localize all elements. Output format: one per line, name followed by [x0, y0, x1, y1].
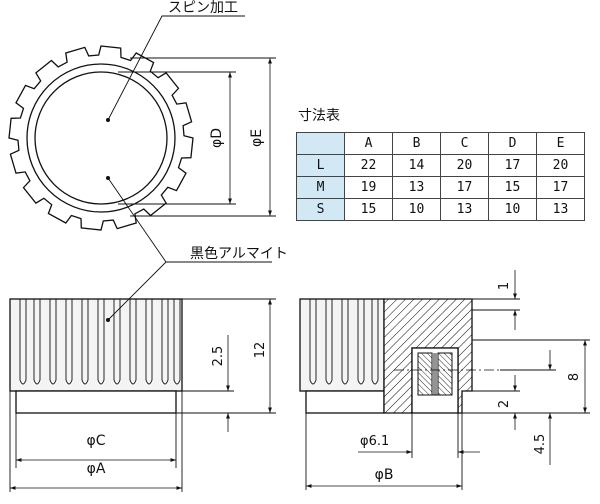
knurl-groove — [325, 299, 333, 385]
black-label: 黒色アルマイト — [190, 245, 288, 262]
front-base — [15, 390, 177, 414]
knurl-groove — [161, 299, 169, 385]
table-cell: 13 — [392, 176, 441, 199]
table-cell: 17 — [536, 176, 585, 199]
knurl-groove — [113, 299, 121, 385]
table-cell: 10 — [392, 198, 441, 221]
top-view — [8, 15, 276, 263]
knurl-groove — [357, 299, 365, 385]
section-knurl-grooves — [309, 299, 379, 385]
spin-label: スピン加工 — [168, 0, 238, 16]
section-insert-left — [417, 352, 433, 396]
front-black-leader — [107, 261, 167, 321]
dim-61-label: φ6.1 — [360, 434, 389, 449]
table-header-cell: A — [344, 132, 393, 155]
knurl-groove — [33, 299, 41, 385]
front-knurl-body — [9, 298, 183, 392]
knurl-groove — [19, 299, 27, 385]
table-header-cell: E — [536, 132, 585, 155]
table-size-cell: S — [296, 198, 345, 221]
front-view — [9, 261, 276, 492]
knurl-groove — [49, 299, 57, 385]
table-size-cell: M — [296, 176, 345, 199]
table-row: S 15 10 13 10 13 — [296, 198, 585, 221]
table-header-row: A B C D E — [296, 132, 585, 155]
knurl-groove — [145, 299, 153, 385]
dimension-table: A B C D E L 22 14 20 17 20 M 19 13 17 15… — [296, 132, 585, 221]
table-header-cell: B — [392, 132, 441, 155]
dim-b-label: φB — [375, 467, 394, 483]
knurl-groove — [97, 299, 105, 385]
knurl-groove — [81, 299, 89, 385]
dim-12-label: 12 — [253, 342, 268, 359]
knurl-groove — [309, 299, 317, 385]
table-header-cell: C — [440, 132, 489, 155]
ring-inner-circle — [26, 63, 176, 213]
table-cell: 14 — [392, 154, 441, 177]
dim-1-label: 1 — [497, 282, 512, 290]
dim-e-label: φE — [249, 129, 265, 147]
table-title: 寸法表 — [298, 108, 340, 124]
front-knurl-grooves — [19, 299, 181, 385]
spin-leader — [107, 15, 245, 121]
table-cell: 15 — [488, 176, 537, 199]
knurl-groove — [65, 299, 73, 385]
knurl-groove — [341, 299, 349, 385]
table-cell: 20 — [536, 154, 585, 177]
dim-25-label: 2.5 — [211, 346, 226, 367]
dim-a-label: φA — [87, 461, 106, 477]
table-cell: 10 — [488, 198, 537, 221]
table-row: M 19 13 17 15 17 — [296, 176, 585, 199]
table-cell: 15 — [344, 198, 393, 221]
table-size-cell: L — [296, 154, 345, 177]
ring-inner-circle-2 — [34, 71, 168, 205]
dim-2-label: 2 — [497, 400, 512, 408]
section-insert-right — [437, 352, 453, 396]
table-cell: 19 — [344, 176, 393, 199]
knurl-groove — [371, 299, 379, 385]
table-cell: 17 — [440, 176, 489, 199]
table-cell: 20 — [440, 154, 489, 177]
table-corner-cell — [296, 132, 345, 155]
table-cell: 22 — [344, 154, 393, 177]
knurl-groove — [173, 299, 181, 385]
dim-45-label: 4.5 — [533, 434, 548, 455]
section-base — [305, 390, 385, 414]
dim-8-label: 8 — [567, 373, 582, 381]
knurl-groove — [129, 299, 137, 385]
section-view — [299, 270, 590, 490]
table-cell: 17 — [488, 154, 537, 177]
table-row: L 22 14 20 17 20 — [296, 154, 585, 177]
table-cell: 13 — [440, 198, 489, 221]
table-header-cell: D — [488, 132, 537, 155]
table-cell: 13 — [536, 198, 585, 221]
dim-c-label: φC — [86, 433, 105, 449]
dim-d-label: φD — [209, 128, 225, 148]
